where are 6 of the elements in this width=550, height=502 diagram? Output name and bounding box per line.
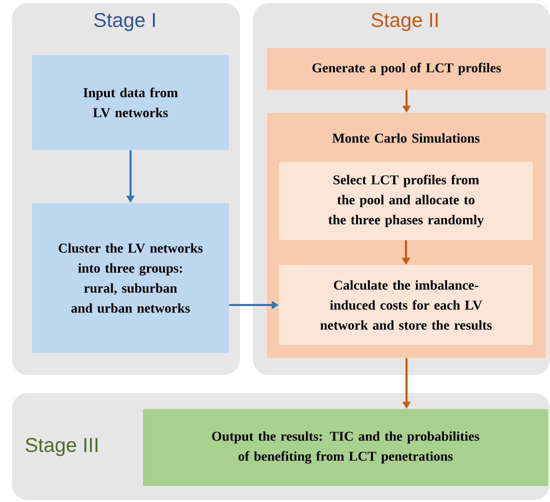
process-box: Input data from LV networks [32,55,229,150]
process-box: Cluster the LV networks into three groups: rural, suburban and urban networks [32,203,229,353]
process-box: Output the results: TIC and the probabilities of benefiting from LCT penetrations [143,409,548,486]
process-box: Calculate the imbalance-induced costs for each LV network and store the results [279,265,533,345]
process-box: Select LCT profiles from the pool and allocate to the three phases randomly [279,162,533,240]
process-box: Generate a pool of LCT profiles [267,48,546,90]
